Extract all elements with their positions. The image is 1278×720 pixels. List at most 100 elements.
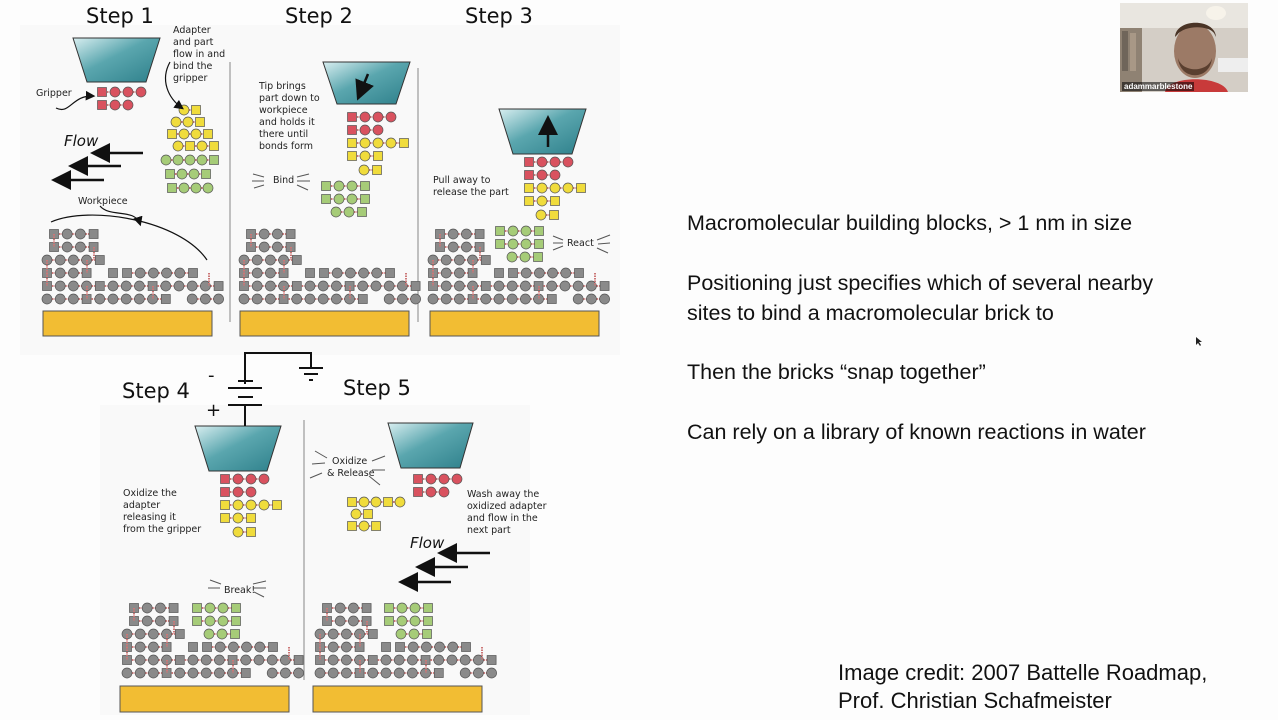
monomer: [371, 521, 381, 531]
monomer: [524, 196, 534, 206]
monomer: [367, 655, 378, 665]
monomer: [440, 267, 452, 279]
monomer: [381, 642, 391, 652]
monomer: [120, 280, 132, 292]
monomer: [68, 267, 79, 279]
monomer: [459, 654, 471, 666]
monomer: [232, 526, 244, 538]
monomer: [174, 629, 185, 639]
monomer: [576, 183, 586, 193]
monomer: [191, 105, 201, 115]
monomer: [155, 602, 166, 614]
monomer: [272, 500, 282, 510]
step-1-label-line: flow in and: [173, 49, 225, 60]
monomer: [178, 128, 190, 140]
monomer: [486, 655, 497, 665]
monomer: [346, 193, 358, 205]
monomer: [168, 603, 179, 613]
monomer: [94, 255, 105, 265]
monomer: [440, 280, 452, 292]
monomer: [559, 280, 571, 292]
monomer: [258, 241, 270, 253]
monomer: [167, 129, 177, 139]
substrate-step-1: [42, 310, 213, 337]
monomer: [549, 156, 561, 168]
step-4-label-line: from the gripper: [123, 524, 201, 535]
monomer: [272, 228, 283, 240]
bullet-positioning-line-2: sites to bind a macromolecular brick to: [687, 301, 1054, 325]
monomer: [122, 268, 132, 278]
monomer: [200, 654, 212, 666]
monomer: [88, 229, 99, 239]
monomer: [176, 168, 188, 180]
monomer: [586, 293, 597, 305]
gripper-pointer-arrow: [55, 90, 96, 111]
image-credit: Image credit: 2007 Battelle Roadmap, Pro…: [838, 659, 1207, 715]
monomer: [562, 156, 574, 168]
monomer: [473, 667, 484, 679]
monomer: [473, 654, 484, 666]
monomer: [572, 293, 584, 305]
step-4-label-line: Oxidize the: [123, 488, 177, 499]
monomer: [572, 280, 584, 292]
monomer: [413, 474, 423, 484]
monomer: [533, 252, 543, 262]
monomer: [334, 615, 346, 627]
monomer: [107, 280, 119, 292]
step-2-title: Step 2: [285, 4, 353, 28]
monomer: [314, 667, 326, 679]
monomer: [393, 667, 405, 679]
monomer: [599, 293, 610, 305]
monomer: [506, 280, 518, 292]
monomer: [380, 654, 392, 666]
monomer: [524, 183, 534, 193]
monomer: [192, 616, 202, 626]
monomer: [486, 667, 497, 679]
step-4-label-line: adapter: [123, 500, 160, 511]
monomer: [232, 512, 244, 524]
oxidize-callout-lines: [309, 450, 386, 486]
monomer: [161, 267, 172, 279]
image-credit-line-1: Image credit: 2007 Battelle Roadmap,: [838, 660, 1208, 685]
monomer: [480, 255, 491, 265]
monomer: [433, 668, 444, 678]
monomer: [506, 293, 518, 305]
monomer: [367, 629, 378, 639]
monomer: [220, 474, 230, 484]
monomer: [399, 138, 409, 148]
monomer: [266, 667, 278, 679]
monomer: [172, 154, 184, 166]
monomer: [203, 628, 215, 640]
monomer: [421, 641, 432, 653]
monomer: [407, 654, 418, 666]
monomer: [350, 508, 362, 520]
monomer: [519, 251, 531, 263]
monomer: [321, 194, 331, 204]
monomer: [348, 602, 359, 614]
monomer: [447, 641, 459, 653]
plus-terminal-label: +: [206, 400, 221, 421]
monomer: [141, 602, 153, 614]
monomer: [409, 602, 421, 614]
monomer: [454, 267, 465, 279]
step-5-label-line: next part: [467, 525, 511, 536]
monomer: [120, 293, 132, 305]
monomer: [68, 280, 79, 292]
monomer: [347, 521, 357, 531]
break-callout-lines: [208, 579, 267, 598]
participant-video-tile[interactable]: adammarblestone: [1120, 3, 1248, 92]
step-1-label-line: Adapter: [173, 25, 211, 36]
mouse-cursor-icon: [1196, 337, 1202, 346]
monomer: [347, 138, 357, 148]
monomer: [220, 513, 230, 523]
monomer: [396, 615, 408, 627]
workpiece-label: Workpiece: [78, 196, 128, 207]
monomer: [425, 473, 437, 485]
monomer: [327, 628, 339, 640]
monomer: [258, 499, 270, 511]
monomer: [549, 169, 561, 181]
monomer: [245, 473, 257, 485]
monomer: [188, 168, 200, 180]
monomer: [461, 241, 472, 253]
